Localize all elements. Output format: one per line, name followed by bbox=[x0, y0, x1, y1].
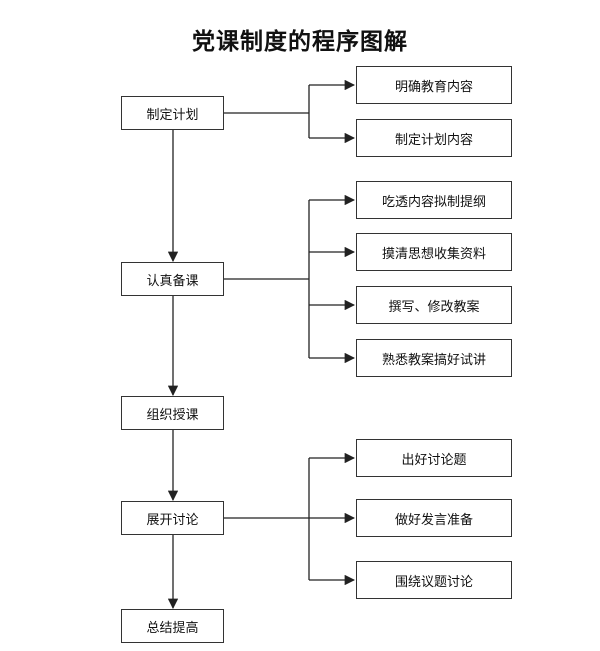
substep-box-2-3: 撰写、修改教案 bbox=[356, 286, 512, 324]
diagram-title: 党课制度的程序图解 bbox=[192, 29, 408, 55]
step-box-4: 展开讨论 bbox=[121, 501, 224, 535]
substep-box-1-2: 制定计划内容 bbox=[356, 119, 512, 157]
step-box-2: 认真备课 bbox=[121, 262, 224, 296]
substep-box-4-1: 出好讨论题 bbox=[356, 439, 512, 477]
step-box-3: 组织授课 bbox=[121, 396, 224, 430]
substep-box-2-4: 熟悉教案搞好试讲 bbox=[356, 339, 512, 377]
substep-box-2-2: 摸清思想收集资料 bbox=[356, 233, 512, 271]
step-box-1: 制定计划 bbox=[121, 96, 224, 130]
substep-box-1-1: 明确教育内容 bbox=[356, 66, 512, 104]
substep-box-2-1: 吃透内容拟制提纲 bbox=[356, 181, 512, 219]
substep-box-4-2: 做好发言准备 bbox=[356, 499, 512, 537]
step-box-5: 总结提高 bbox=[121, 609, 224, 643]
substep-box-4-3: 围绕议题讨论 bbox=[356, 561, 512, 599]
